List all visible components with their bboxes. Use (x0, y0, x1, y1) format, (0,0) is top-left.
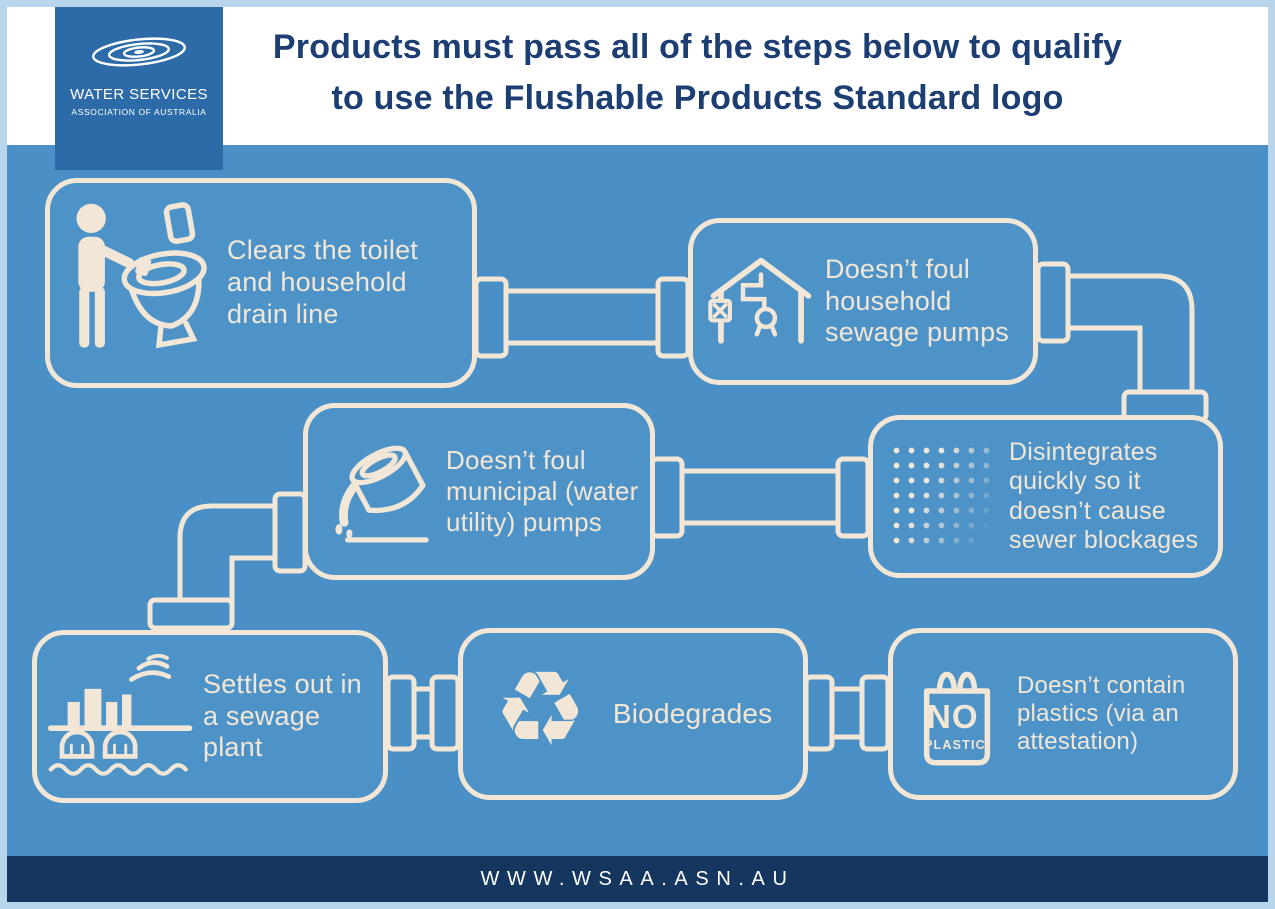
municipal-pump-pouring-icon (318, 437, 440, 546)
step-label: Settles out in a sewage plant (203, 668, 362, 763)
footer-bar: WWW.WSAA.ASN.AU (7, 856, 1268, 902)
title-line-1: Products must pass all of the steps belo… (272, 28, 1123, 66)
logo-subtitle: ASSOCIATION OF AUSTRALIA (71, 107, 207, 117)
step-label: Doesn’t foul household sewage pumps (825, 253, 1010, 348)
logo-name: WATER SERVICES (70, 86, 208, 103)
step-label: Clears the toilet and household drain li… (227, 235, 418, 329)
pipe-1-to-2 (473, 276, 691, 359)
step-box-disintegrates: Disintegrates quickly so it doesn’t caus… (868, 415, 1223, 578)
step-label: Biodegrades (612, 698, 773, 730)
pipe-2-to-4-elbow (1035, 261, 1209, 423)
website-url: WWW.WSAA.ASN.AU (480, 867, 795, 890)
no-plastic-text-plastic: PLASTIC (924, 738, 986, 752)
recycle-icon: ♻ (493, 648, 587, 770)
step-box-biodegrades: ♻ Biodegrades (458, 628, 808, 800)
disintegration-dots-icon (889, 442, 997, 551)
wsaa-logo: WATER SERVICES ASSOCIATION OF AUSTRALIA (55, 6, 223, 170)
step-label: Disintegrates quickly so it doesn’t caus… (1009, 437, 1199, 555)
step-box-household-pumps: Doesn’t foul household sewage pumps (688, 218, 1038, 385)
no-plastic-bag-icon: NO PLASTIC (911, 656, 1003, 772)
step-box-municipal-pumps: Doesn’t foul municipal (water utility) p… (303, 403, 655, 580)
step-box-clears-toilet: Clears the toilet and household drain li… (45, 178, 477, 388)
pipe-3-to-5-elbow (147, 491, 308, 631)
infographic-title: Products must pass all of the steps belo… (200, 22, 1195, 124)
step-label: Doesn’t foul municipal (water utility) p… (446, 445, 639, 537)
step-box-sewage-plant: Settles out in a sewage plant (32, 630, 388, 803)
step-box-no-plastics: NO PLASTIC Doesn’t contain plastics (via… (888, 628, 1238, 800)
house-sewage-pump-icon (707, 255, 815, 349)
step-label: Doesn’t contain plastics (via an attesta… (1017, 671, 1186, 756)
title-line-2: to use the Flushable Products Standard l… (331, 79, 1064, 117)
pipe-3-to-4 (649, 456, 871, 539)
person-flushing-toilet-icon (60, 193, 225, 373)
no-plastic-text-no: NO (927, 698, 979, 735)
water-ripple-icon (92, 37, 186, 67)
pipe-6-to-7 (803, 674, 891, 752)
pipe-5-to-6 (385, 674, 461, 752)
sewage-plant-icon (47, 653, 197, 780)
